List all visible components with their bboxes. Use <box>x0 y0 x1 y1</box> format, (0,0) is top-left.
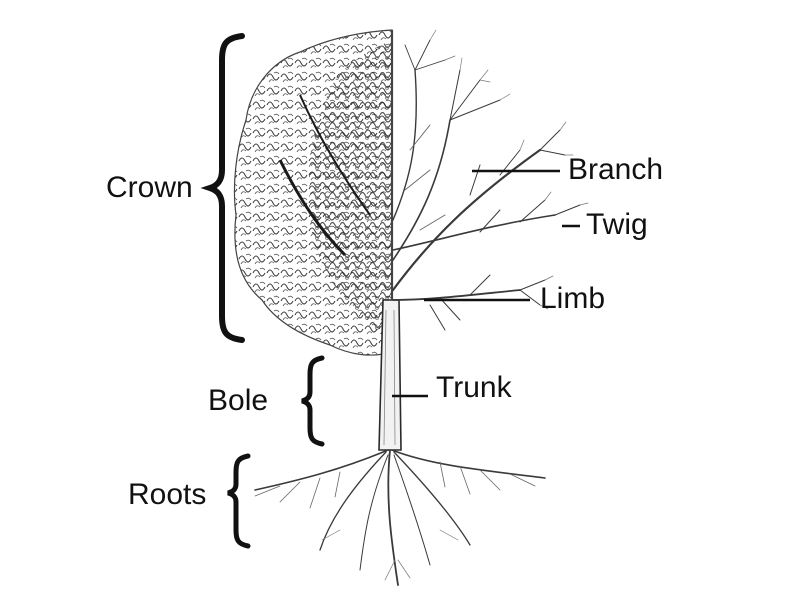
roots-label: Roots <box>128 480 206 510</box>
twig-label: Twig <box>586 210 648 240</box>
branch-label: Branch <box>568 155 663 185</box>
bole-label: Bole <box>208 386 268 416</box>
roots-drawing <box>255 450 545 585</box>
roots-bracket <box>228 456 248 546</box>
leafy-crown <box>234 30 392 355</box>
limb-label: Limb <box>540 284 605 314</box>
trunk-label: Trunk <box>436 373 512 403</box>
bole-bracket <box>302 358 322 444</box>
crown-label: Crown <box>106 173 193 203</box>
